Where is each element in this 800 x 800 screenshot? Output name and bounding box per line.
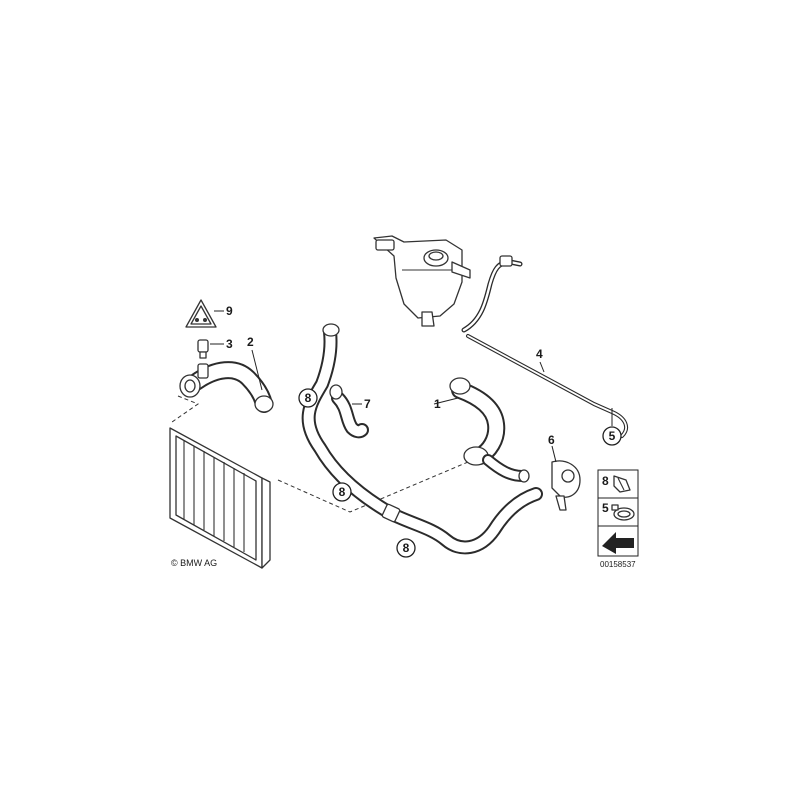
- temperature-sensor: [197, 339, 209, 359]
- legend-item-5: 5: [602, 501, 609, 515]
- callout-9: 9: [226, 304, 233, 318]
- lower-hose: [449, 377, 530, 483]
- callout-1: 1: [434, 397, 441, 411]
- legend-item-8: 8: [602, 474, 609, 488]
- leader-lines: [210, 310, 613, 463]
- copyright-text: © BMW AG: [171, 558, 217, 568]
- dashed-connectors: [171, 395, 469, 513]
- long-coolant-hose: [301, 323, 543, 555]
- hose-bracket: [551, 460, 581, 511]
- expansion-tank: [373, 235, 471, 327]
- circled-callout-8-upper: 8: [298, 388, 318, 408]
- callout-3: 3: [226, 337, 233, 351]
- diagram-reference-number: 00158537: [600, 560, 636, 569]
- legend-box: 8 5: [597, 469, 639, 557]
- callout-8-lower-label: 8: [403, 541, 410, 555]
- radiator: [169, 427, 271, 569]
- callout-4: 4: [536, 347, 543, 361]
- callout-8-upper-label: 8: [305, 391, 312, 405]
- callout-5-label: 5: [609, 429, 616, 443]
- circled-callout-5: 5: [602, 426, 622, 446]
- circled-callout-8-lower: 8: [396, 538, 416, 558]
- upper-hose: [179, 361, 274, 413]
- warning-label-icon: [185, 299, 217, 328]
- bypass-hose: [329, 384, 369, 439]
- radiator-fins: [183, 440, 245, 552]
- callout-6: 6: [548, 433, 555, 447]
- callout-2: 2: [247, 335, 254, 349]
- callout-7: 7: [364, 397, 371, 411]
- hose-clamp-icon: [611, 504, 635, 521]
- hose-clip-icon: [613, 475, 631, 493]
- circled-callout-8-middle: 8: [332, 482, 352, 502]
- direction-arrow-icon: [602, 532, 634, 554]
- callout-8-middle-label: 8: [339, 485, 346, 499]
